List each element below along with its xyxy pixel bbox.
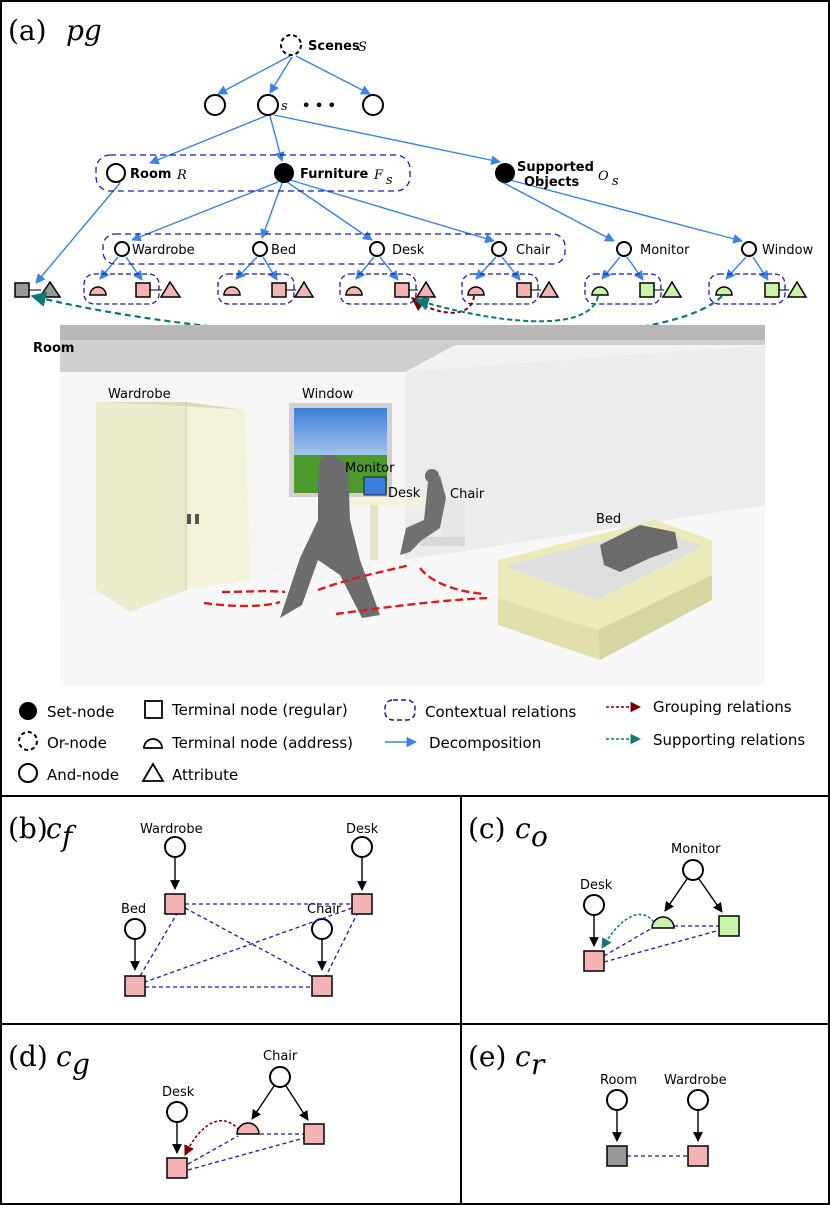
scene-node-right (362, 94, 384, 116)
room-and-node (106, 163, 126, 183)
scenes-label: Scenes (308, 39, 360, 54)
scene-window-label: Window (302, 387, 354, 402)
panel-c-monitor-label: Monitor (671, 842, 721, 857)
supported-label-1: Supported (517, 160, 594, 175)
chair-label: Chair (516, 243, 551, 258)
grouping-relation-curve (410, 295, 475, 314)
contextual-box-furniture (102, 233, 566, 265)
legend-terminal-regular-icon (144, 700, 163, 719)
scene-bed-label: Bed (596, 512, 621, 527)
panel-d-tag: (d) (8, 1040, 48, 1073)
legend-contextual-icon (384, 699, 416, 721)
scene-chair-label: Chair (450, 487, 485, 502)
wardrobe-label: Wardrobe (132, 243, 195, 258)
legend-set-node: Set-node (47, 703, 114, 721)
monitor-label: Monitor (640, 243, 690, 258)
room-terminal-group (14, 280, 62, 298)
panel-e-graph: Room Wardrobe (600, 1073, 727, 1167)
contextual-box-room-furniture (95, 154, 411, 192)
room-scene: Room Wardrobe Window Monitor Desk Chair … (33, 325, 765, 685)
terminal-nodes (89, 280, 808, 298)
panel-c-symbol: c (515, 812, 531, 845)
bed-label: Bed (271, 243, 296, 258)
panel-c-graph: Monitor Desk (580, 842, 740, 972)
legend-terminal-regular: Terminal node (regular) (171, 701, 348, 719)
panel-b-bed-label: Bed (121, 902, 146, 917)
panel-d-symbol: c (56, 1040, 72, 1073)
legend-and-node-icon (18, 763, 38, 783)
scene-monitor-label: Monitor (345, 461, 395, 476)
terminal-group-boxes (83, 273, 786, 305)
furniture-label: Furniture (300, 167, 368, 182)
room-label: Room (130, 167, 171, 182)
panel-c-desk-label: Desk (580, 878, 613, 893)
panel-e-tag: (e) (468, 1040, 506, 1073)
panel-e-sub: r (531, 1048, 546, 1081)
supporting-relation-curve-monitor (414, 295, 599, 323)
scene-desk-label: Desk (388, 486, 421, 501)
panel-a-tag: (a) (8, 14, 47, 47)
scene-dots: • • • (302, 99, 336, 114)
desk-label: Desk (392, 243, 425, 258)
monitor-and-node (616, 241, 632, 257)
furniture-sub: s (386, 173, 393, 188)
panel-b-desk-label: Desk (346, 822, 379, 837)
window-and-node (741, 241, 757, 257)
panel-d-sub: g (72, 1048, 90, 1081)
scene-node-s (257, 94, 279, 116)
legend-terminal-address-icon (143, 738, 163, 749)
legend-grouping: Grouping relations (653, 698, 792, 716)
legend-decomposition: Decomposition (429, 734, 541, 752)
legend-attribute-icon (141, 762, 165, 782)
panel-a-title: pg (66, 14, 102, 47)
panel-b-tag: (b) (8, 812, 48, 845)
furniture-nodes: Wardrobe Bed Desk Chair Monitor Window (114, 241, 814, 258)
legend-set-node-icon (19, 702, 37, 720)
legend-contextual: Contextual relations (425, 703, 577, 721)
panel-d-chair-label: Chair (263, 1049, 298, 1064)
objects-set-node (495, 163, 515, 183)
bed-and-node (252, 241, 268, 257)
chair-and-node (491, 241, 507, 257)
panel-b-chair-label: Chair (307, 902, 342, 917)
panel-e-symbol: c (515, 1040, 531, 1073)
room-terminal (14, 282, 30, 298)
panel-d-desk-label: Desk (162, 1085, 195, 1100)
panel-c-sub: o (531, 820, 548, 853)
panel-c-tag: (c) (468, 812, 506, 845)
legend-and-node: And-node (47, 766, 119, 784)
panel-d-graph: Chair Desk (162, 1049, 325, 1179)
legend-or-node-icon (18, 731, 38, 751)
legend-terminal-address: Terminal node (address) (171, 734, 353, 752)
room-attribute-triangle (38, 280, 62, 298)
objects-sub: s (612, 174, 619, 189)
scene-node-left (204, 94, 226, 116)
legend-supporting: Supporting relations (653, 731, 805, 749)
scenes-symbol: S (358, 40, 367, 55)
legend-or-node: Or-node (47, 734, 107, 752)
legend: Set-node Or-node And-node Terminal node … (18, 698, 805, 784)
window-label: Window (762, 243, 814, 258)
panel-b-sub: f (60, 820, 77, 853)
panel-b-graph: Wardrobe Desk Bed Chair (121, 822, 379, 997)
objects-symbol: O (598, 169, 609, 184)
scene-s-label: s (281, 99, 288, 114)
scenes-or-node (280, 34, 302, 56)
legend-attribute: Attribute (172, 766, 238, 784)
panel-b-symbol: c (46, 812, 62, 845)
desk-and-node (369, 241, 385, 257)
panel-e-border (460, 1023, 830, 1205)
room-symbol: R (176, 168, 187, 183)
furniture-set-node (274, 163, 294, 183)
panel-e-wardrobe-label: Wardrobe (664, 1073, 727, 1088)
wardrobe-and-node (114, 241, 130, 257)
decomposition-edges (35, 55, 769, 284)
scene-wardrobe-label: Wardrobe (108, 387, 171, 402)
furniture-symbol: F (373, 168, 384, 183)
panel-e-room-label: Room (600, 1073, 637, 1088)
panel-b-wardrobe-label: Wardrobe (140, 822, 203, 837)
supported-label-2: Objects (524, 175, 580, 190)
scene-room-label: Room (33, 341, 74, 356)
